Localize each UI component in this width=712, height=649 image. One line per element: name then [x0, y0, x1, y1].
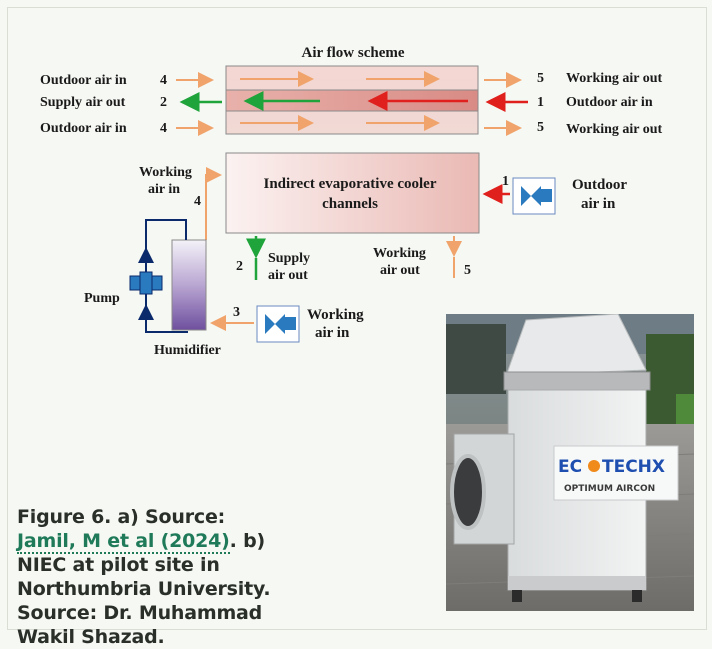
- left-num-3: 4: [160, 121, 167, 136]
- diagram-title: Air flow scheme: [301, 45, 404, 61]
- supply-num: 2: [236, 259, 243, 274]
- cooler-label-2: channels: [322, 196, 378, 212]
- humidifier-label: Humidifier: [154, 343, 221, 358]
- supply-label-2: air out: [268, 268, 308, 283]
- left-label-2: Supply air out: [40, 95, 126, 110]
- caption-source-link[interactable]: Jamil, M et al (2024): [17, 530, 230, 554]
- caption-prefix: Figure 6. a) Source:: [17, 506, 226, 528]
- right-label-2: Outdoor air in: [566, 95, 653, 110]
- niec-photo: EC TECHX OPTIMUM AIRCON: [446, 314, 694, 611]
- left-label-1: Outdoor air in: [40, 73, 127, 88]
- outdoor-air-in-right-num: 1: [502, 174, 509, 189]
- working-in-bottom-2: air in: [315, 325, 350, 341]
- outdoor-air-in-right-1: Outdoor: [572, 177, 627, 193]
- fan-icon-right: [512, 177, 556, 215]
- right-label-3: Working air out: [566, 122, 663, 137]
- pump-label: Pump: [84, 291, 120, 306]
- outdoor-air-in-right-2: air in: [581, 196, 616, 212]
- right-num-1: 5: [537, 71, 544, 86]
- fan-icon-bottom: [256, 305, 300, 343]
- air-flow-diagram: Air flow scheme Outdoor air in 4 Supply …: [40, 45, 663, 358]
- photo-product: OPTIMUM AIRCON: [564, 484, 655, 494]
- cooler-label-1: Indirect evaporative cooler: [263, 176, 436, 192]
- working-out-label-2: air out: [380, 263, 420, 278]
- left-num-1: 4: [160, 73, 167, 88]
- figure-caption: Figure 6. a) Source: Jamil, M et al (202…: [17, 505, 287, 649]
- arrow-working-air-in-top: [205, 167, 222, 240]
- right-num-3: 5: [537, 120, 544, 135]
- supply-label-1: Supply: [268, 251, 310, 266]
- left-label-3: Outdoor air in: [40, 121, 127, 136]
- working-in-bottom-num: 3: [233, 305, 240, 320]
- right-num-2: 1: [537, 95, 544, 110]
- photo-brand-left: EC: [558, 457, 582, 477]
- working-out-label-1: Working: [373, 246, 426, 261]
- working-air-in-top-2: air in: [148, 182, 180, 197]
- cooler-box: [225, 152, 480, 234]
- gear-icon: [588, 460, 600, 472]
- left-num-2: 2: [160, 95, 167, 110]
- pump-loop: [145, 219, 188, 333]
- working-air-in-top-num: 4: [194, 194, 201, 209]
- photo-brand-right: TECHX: [602, 457, 665, 477]
- working-air-in-top-1: Working: [139, 165, 192, 180]
- right-label-1: Working air out: [566, 71, 663, 86]
- pump-icon: [129, 271, 163, 295]
- channel-middle: [225, 89, 479, 112]
- humidifier-tank: [171, 239, 207, 331]
- working-in-bottom-1: Working: [307, 307, 364, 323]
- working-out-num: 5: [464, 263, 471, 278]
